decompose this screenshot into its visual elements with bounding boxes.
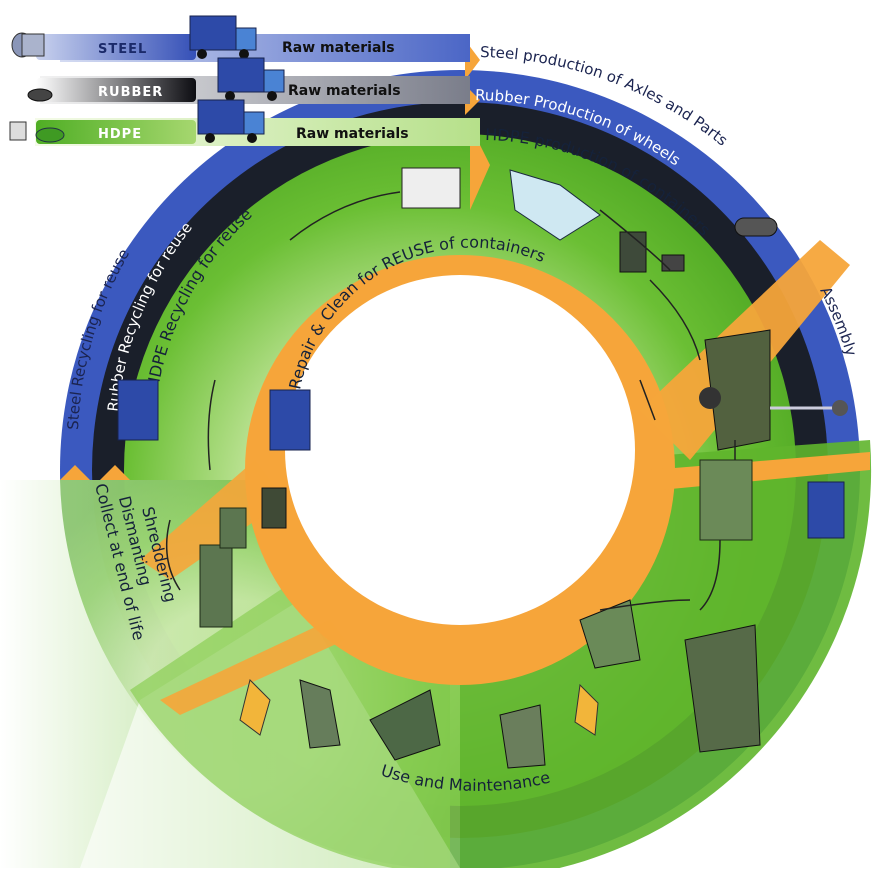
bin-icon xyxy=(579,599,641,669)
material-bands: STEEL RUBBER HDPE Raw materials Raw mate… xyxy=(9,15,480,146)
bin-icon xyxy=(619,231,647,273)
center-hole xyxy=(285,275,635,625)
hdpe-production-illustration xyxy=(401,167,685,273)
recycling-trucks xyxy=(117,379,845,539)
steel-tag xyxy=(36,34,196,60)
pellets-icon xyxy=(9,121,65,143)
bin-icon xyxy=(499,704,546,769)
mower-icon xyxy=(239,679,271,736)
hdpe-tag xyxy=(36,120,196,144)
tire-icon xyxy=(734,217,778,237)
truck-icon xyxy=(269,389,311,451)
truck-icon xyxy=(217,57,285,101)
flow-arrows xyxy=(165,191,736,611)
bin-icon xyxy=(684,624,761,753)
truck-icon xyxy=(197,99,265,143)
rubber-raw-materials: Raw materials xyxy=(288,83,401,99)
bin-icon xyxy=(369,689,441,761)
steel-roll-icon xyxy=(11,32,45,58)
bin-icon xyxy=(199,544,233,628)
truck-icon xyxy=(117,379,159,441)
steel-raw-materials: Raw materials xyxy=(282,40,395,56)
bin-icon xyxy=(704,329,771,451)
steel-label: STEEL xyxy=(98,42,147,57)
tire-icon xyxy=(27,88,53,102)
shredded-material-icon xyxy=(401,167,461,209)
stacked-bins-illustration xyxy=(199,459,753,628)
use-maintenance-illustration xyxy=(239,599,761,769)
hdpe-raw-materials: Raw materials xyxy=(296,126,409,142)
assembled-bin-illustration xyxy=(699,217,848,451)
rubber-label: RUBBER xyxy=(98,85,163,100)
rubber-tag xyxy=(36,78,196,102)
hdpe-label: HDPE xyxy=(98,127,142,142)
truck-icon xyxy=(807,481,845,539)
bin-icon xyxy=(299,679,341,749)
truck-icon xyxy=(189,15,257,59)
bin-icon xyxy=(699,459,753,541)
